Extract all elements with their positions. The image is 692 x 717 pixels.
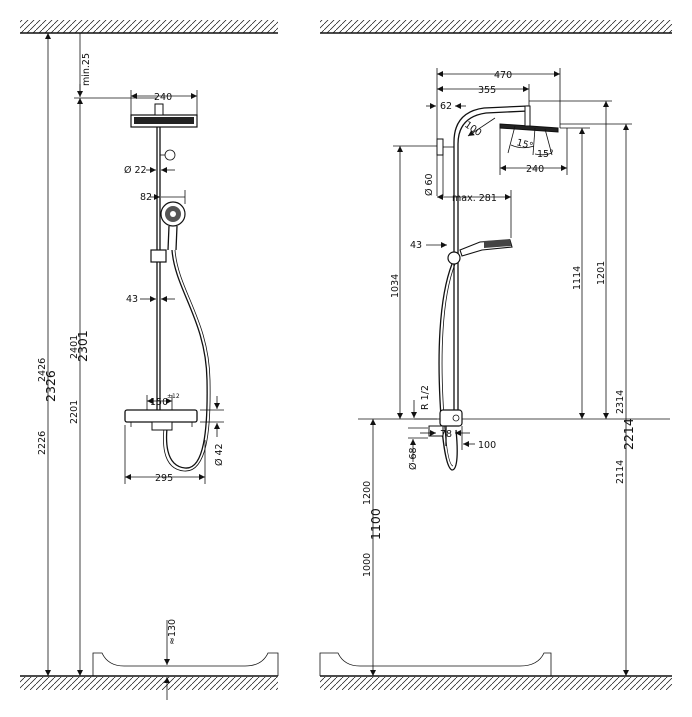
- label-1034: 1034: [390, 274, 401, 298]
- dim-lines-left: [45, 33, 224, 700]
- right-view: 470 355 62 100 15° 15° 240 Ø 60 max. 281…: [319, 20, 672, 690]
- thermostat-left: [124, 409, 198, 431]
- label-78: 78: [440, 429, 452, 440]
- label-2426: 2426: [37, 358, 48, 382]
- label-radius-100: 100: [462, 119, 483, 138]
- hose-left: [165, 249, 208, 469]
- head-shower-right: [499, 105, 559, 133]
- wall-bracket-left: [160, 149, 176, 161]
- label-r-1-2: R 1/2: [420, 385, 431, 410]
- label-2201: 2201: [69, 400, 80, 424]
- dim-lines-right: [370, 68, 632, 676]
- left-view: min.25 240 Ø 22 82 43 2426 2326 2226 240…: [20, 20, 279, 700]
- label-angle-15-b: 15°: [537, 149, 554, 160]
- ceiling-left: [20, 20, 278, 34]
- label-2226: 2226: [37, 431, 48, 455]
- label-355: 355: [478, 85, 496, 96]
- dim-labels-right: 470 355 62 100 15° 15° 240 Ø 60 max. 281…: [362, 70, 636, 577]
- label-2326: 2326: [43, 370, 58, 402]
- label-1200: 1200: [362, 481, 373, 505]
- label-82: 82: [140, 192, 152, 203]
- dim-labels-left: min.25 240 Ø 22 82 43 2426 2326 2226 240…: [37, 53, 225, 645]
- label-diameter-68: Ø 68: [408, 447, 419, 470]
- label-max-281: max. 281: [452, 193, 497, 204]
- slider-left: [150, 249, 167, 263]
- label-43-right: 43: [410, 240, 422, 251]
- floor-right: [320, 675, 672, 690]
- shower-tray-left: [92, 652, 279, 676]
- label-295: 295: [155, 473, 173, 484]
- label-100-right: 100: [478, 440, 496, 451]
- label-240: 240: [154, 92, 172, 103]
- thermostat-right: [428, 409, 463, 446]
- label-min-25: min.25: [81, 53, 92, 86]
- wall-bracket-right: [436, 138, 454, 156]
- label-diameter-42: Ø 42: [214, 443, 225, 466]
- label-angle-15-a: 15°: [515, 137, 534, 152]
- head-shower-left: [130, 103, 198, 128]
- label-2301: 2301: [75, 330, 90, 362]
- label-240-right: 240: [526, 164, 544, 175]
- label-1100: 1100: [368, 508, 383, 540]
- label-130: ≈130: [167, 619, 178, 645]
- label-2314: 2314: [615, 390, 626, 414]
- floor-left: [20, 675, 278, 690]
- label-2214: 2214: [621, 418, 636, 450]
- label-150-sup: ±12: [167, 393, 180, 400]
- label-1000: 1000: [362, 553, 373, 577]
- label-diameter-60: Ø 60: [424, 173, 435, 196]
- riser-pipe-right: [453, 105, 529, 410]
- label-2114: 2114: [615, 460, 626, 484]
- label-diameter-22: Ø 22: [124, 165, 147, 176]
- label-1114: 1114: [572, 266, 583, 290]
- ceiling-right: [320, 20, 672, 34]
- riser-pipe-left: [156, 117, 161, 410]
- label-43: 43: [126, 294, 138, 305]
- label-2401: 2401: [69, 335, 80, 359]
- label-62: 62: [440, 101, 452, 112]
- hand-shower-left: [160, 201, 186, 251]
- label-1201: 1201: [596, 261, 607, 285]
- label-470: 470: [494, 70, 512, 81]
- hand-shower-right: [459, 239, 513, 257]
- shower-tray-right: [319, 652, 552, 676]
- label-150: 150: [150, 397, 168, 408]
- slider-right: [447, 251, 461, 265]
